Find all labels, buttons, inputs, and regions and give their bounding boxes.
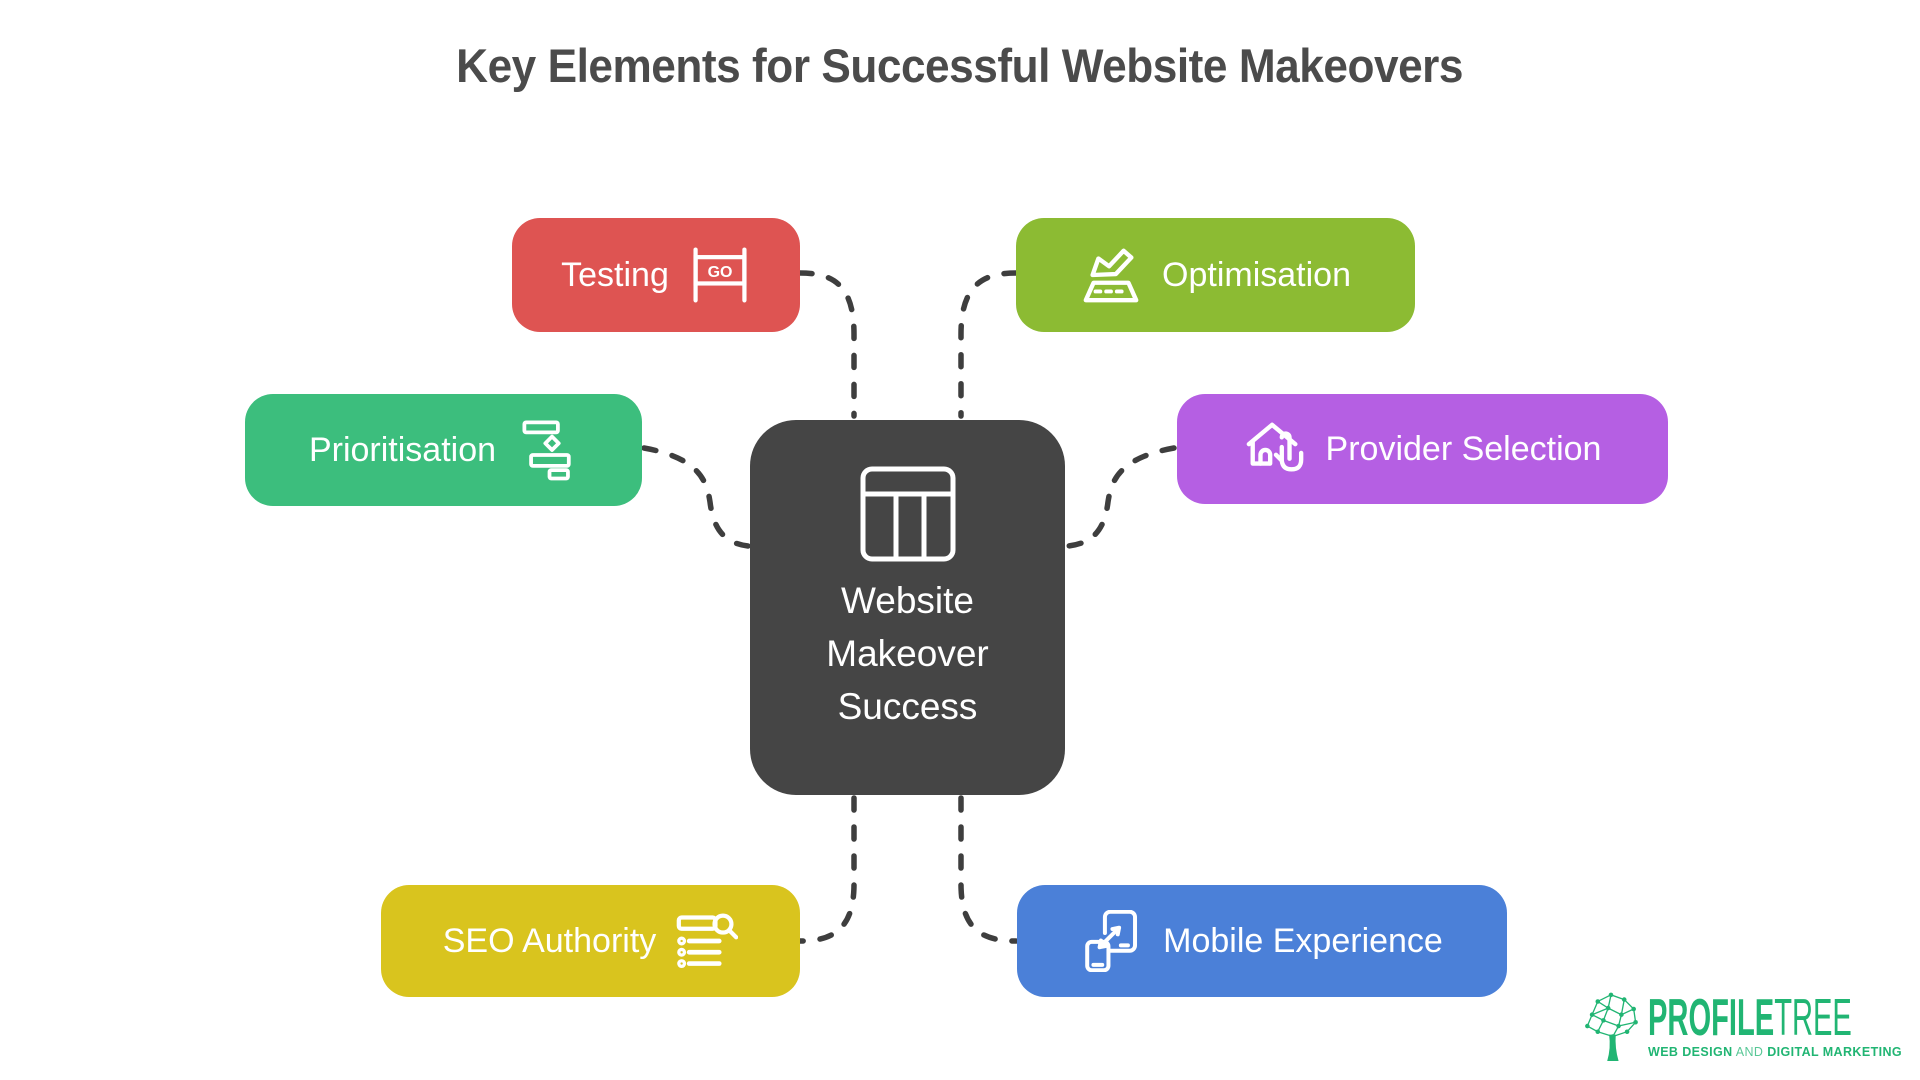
- connector-seo-authority: [797, 795, 857, 944]
- website-layout-icon: [860, 466, 955, 562]
- connector-prioritisation: [641, 445, 751, 549]
- house-select-icon: [1246, 422, 1303, 472]
- logo-tagline: WEB DESIGN AND DIGITAL MARKETING: [1648, 1045, 1903, 1060]
- flowchart-icon: [522, 420, 571, 481]
- node-provider-selection: Provider Selection: [1177, 394, 1668, 504]
- node-testing-label: Testing: [561, 255, 669, 294]
- svg-text:GO: GO: [707, 264, 732, 281]
- node-optimisation-label: Optimisation: [1162, 255, 1351, 294]
- center-node-label: Website Makeover Success: [826, 580, 989, 727]
- connector-optimisation: [958, 270, 1019, 419]
- search-list-icon: [676, 913, 739, 969]
- node-seo-authority-label: SEO Authority: [442, 921, 657, 960]
- node-optimisation: Optimisation: [1016, 218, 1415, 332]
- profiletree-logo: PROFILETREE WEB DESIGN AND DIGITAL MARKE…: [1582, 988, 1903, 1062]
- plane-takeoff-icon: [1083, 248, 1139, 303]
- logo-wordmark: PROFILETREE: [1648, 988, 1852, 1047]
- node-mobile-experience: Mobile Experience: [1017, 885, 1507, 997]
- connector-testing: [797, 270, 857, 419]
- node-seo-authority: SEO Authority: [381, 885, 800, 997]
- node-mobile-experience-label: Mobile Experience: [1163, 921, 1443, 960]
- responsive-devices-icon: [1085, 910, 1138, 972]
- node-testing: Testing GO: [512, 218, 800, 332]
- node-provider-selection-label: Provider Selection: [1325, 429, 1602, 468]
- node-prioritisation-label: Prioritisation: [308, 430, 497, 469]
- node-prioritisation: Prioritisation: [245, 394, 642, 506]
- connector-provider-selection: [1065, 445, 1177, 549]
- connector-mobile-experience: [958, 795, 1019, 944]
- profiletree-logo-text: PROFILETREE WEB DESIGN AND DIGITAL MARKE…: [1648, 988, 1903, 1060]
- page-title: Key Elements for Successful Website Make…: [456, 39, 1464, 92]
- profiletree-tree-icon: [1585, 992, 1638, 1062]
- go-sign-icon: GO: [693, 247, 747, 303]
- center-node-website-makeover-success: Website Makeover Success: [750, 420, 1065, 795]
